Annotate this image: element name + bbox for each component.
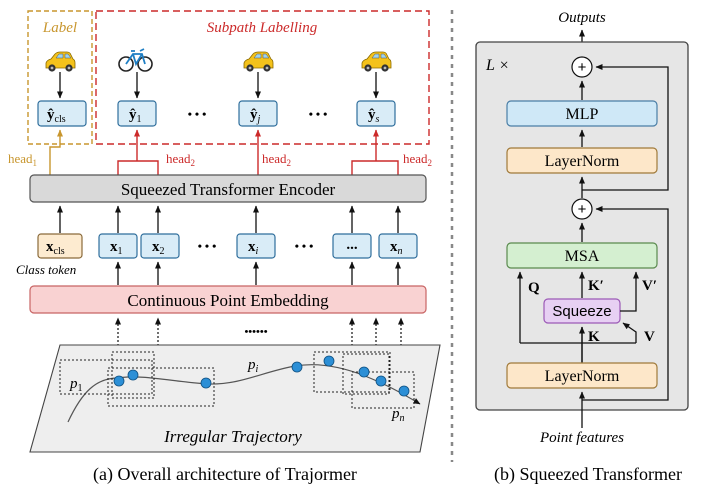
token-xn-text: xn [390,239,403,257]
car-icon [45,51,76,73]
point-p1-label: p1 [69,376,83,394]
output-cls-text: ŷcls [47,107,66,125]
token-x1-text: x1 [110,239,123,257]
layernorm-top-box [506,147,658,174]
msa-label: MSA [565,248,600,265]
token-xi-box [236,233,276,259]
head2-label: head2 [166,151,195,168]
token-cls-text: xcls [46,239,65,257]
layers-label: L × [485,57,509,74]
head2-label: head2 [403,151,432,168]
trajectory-points [113,355,410,397]
plus-mid-text: + [578,201,587,218]
plus-node-mid [571,198,593,220]
class-token-label: Class token [16,262,76,277]
mlp-label: MLP [566,106,599,123]
plus-node-top [571,56,593,78]
bicycle-icon [118,48,153,72]
head1-label: head1 [8,151,37,168]
caption-b: (b) Squeezed Transformer [494,464,682,485]
layernorm-bottom-label: LayerNorm [545,368,620,385]
output-yj-box [238,100,278,127]
squeeze-label: Squeeze [552,303,611,320]
token-x2-box [140,233,180,259]
output-ellipsis: • • • [188,107,207,121]
subpath-box-title: Subpath Labelling [207,20,318,36]
token-ellipsis: • • • [295,239,314,253]
subpath-box [95,10,430,145]
trajectory-label: Irregular Trajectory [163,427,302,446]
k-label: K [588,329,600,345]
token-x1-box [98,233,138,259]
embedding-label: Continuous Point Embedding [127,291,329,310]
head2-label: head2 [262,151,291,168]
encoder-label: Squeezed Transformer Encoder [121,180,336,199]
car-icon [243,51,274,73]
car-icon [361,51,392,73]
point-pi-label: pi [247,357,259,375]
k-prime-label: K′ [588,278,604,294]
layernorm-bottom-box [506,362,658,389]
token-cls-box [37,233,83,259]
outputs-label: Outputs [558,10,606,26]
output-ellipsis: • • • [309,107,328,121]
mlp-box [506,100,658,127]
caption-a: (a) Overall architecture of Trajormer [93,464,357,485]
plus-top-text: + [578,59,587,76]
output-cls-box [37,100,87,127]
msa-box [506,242,658,269]
embedding-box [29,285,427,314]
output-ys-text: ŷs [368,107,380,125]
label-box-title: Label [42,20,77,36]
token-dots-text: ... [346,237,358,253]
input-label: Point features [539,430,624,446]
token-dots-box [332,233,372,259]
encoder-box [29,174,427,203]
embedding-dots: •••••• [244,326,267,338]
output-yj-text: ŷj [250,107,261,125]
token-x2-text: x2 [152,239,165,257]
token-xn-box [378,233,418,259]
token-ellipsis: • • • [198,239,217,253]
v-label: V [644,329,655,345]
output-y1-text: ŷ1 [129,107,142,125]
token-xi-text: xi [248,239,259,257]
layernorm-top-label: LayerNorm [545,153,620,170]
q-label: Q [528,280,540,296]
point-pn-label: pn [391,406,405,424]
v-prime-label: V′ [642,278,657,294]
